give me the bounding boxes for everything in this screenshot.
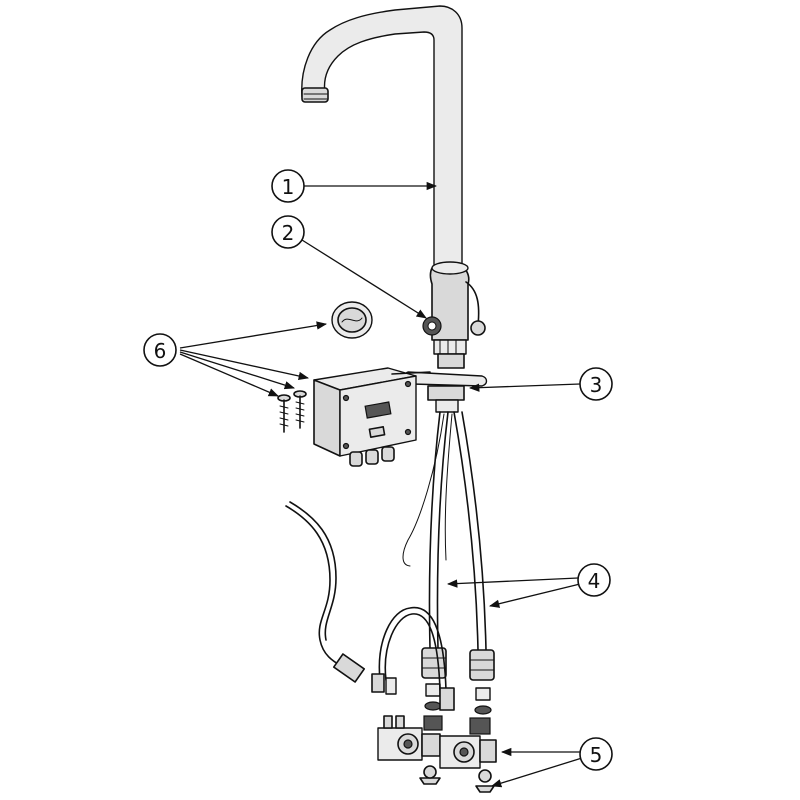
callout-3-label: 3 <box>590 373 603 397</box>
valve-cable <box>371 606 455 711</box>
leader-lines <box>179 181 583 788</box>
screw-left <box>277 394 291 433</box>
callout-3: 3 <box>579 367 613 401</box>
hose-fitting-right <box>469 649 495 715</box>
callout-6-label: 6 <box>154 339 167 363</box>
callout-1-label: 1 <box>282 175 295 199</box>
callout-5-label: 5 <box>590 743 603 767</box>
callout-1: 1 <box>271 169 305 203</box>
solenoid-valve-right <box>439 717 497 793</box>
sensor-cable <box>285 501 366 683</box>
screw-right <box>293 390 307 429</box>
callout-5: 5 <box>579 737 613 771</box>
solenoid-valve-left <box>377 715 443 785</box>
faucet-body-sensor <box>422 261 486 369</box>
callout-4-label: 4 <box>588 569 601 593</box>
callout-2: 2 <box>271 215 305 249</box>
callout-2-label: 2 <box>282 221 295 245</box>
callout-6: 6 <box>143 333 177 367</box>
hose-fitting-left <box>421 647 447 711</box>
cover-cap <box>331 301 373 339</box>
control-box <box>313 367 431 467</box>
faucet-spout <box>301 5 463 269</box>
mounting-bracket <box>403 371 488 413</box>
callout-4: 4 <box>577 563 611 597</box>
